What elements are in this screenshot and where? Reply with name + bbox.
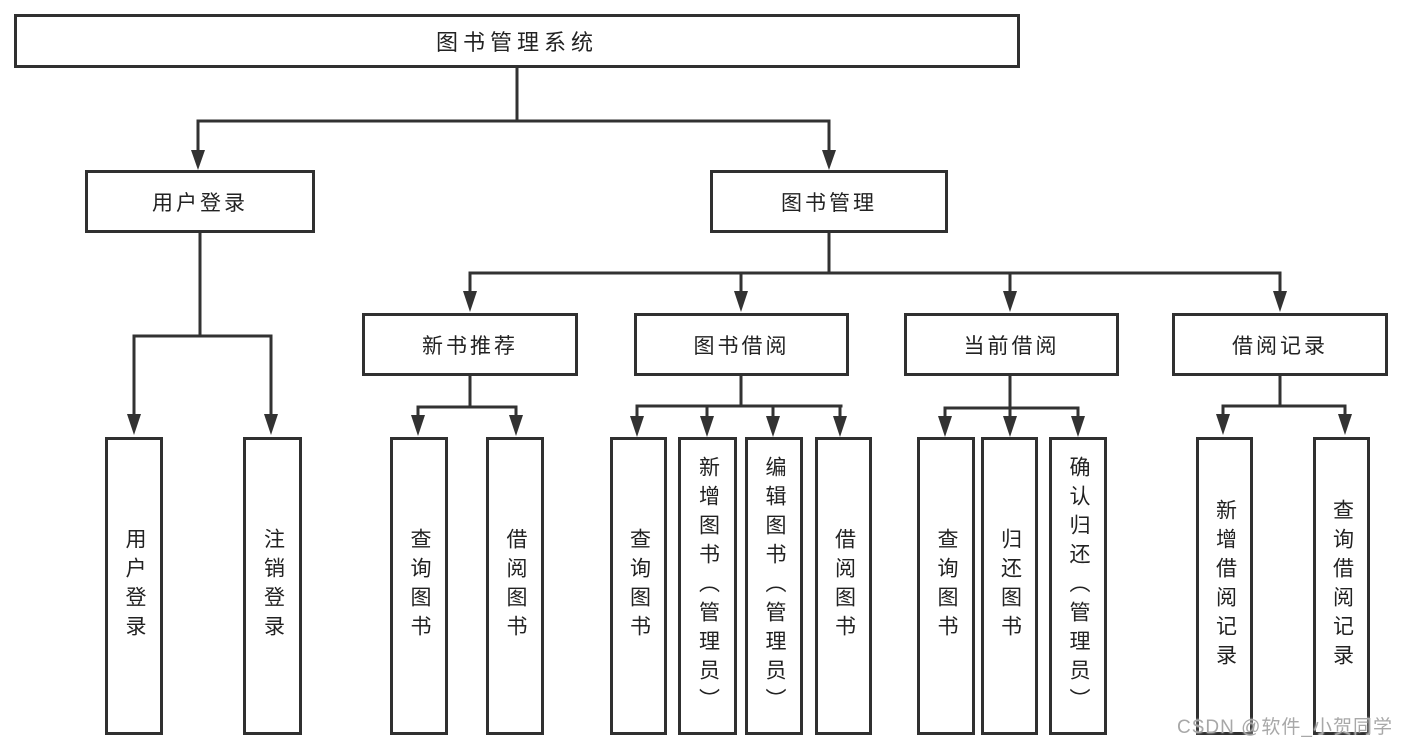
leaf-query-books-current-label: 查询图书 <box>935 528 958 644</box>
leaf-query-books-recommend-label: 查询图书 <box>408 528 431 644</box>
connector-user-login-subtree <box>127 233 278 435</box>
leaf-confirm-return-admin-label: 确认归还（管理员） <box>1067 455 1090 717</box>
leaf-query-books-borrow: 查询图书 <box>610 437 667 735</box>
node-library-management-system: 图书管理系统 <box>14 14 1020 68</box>
leaf-borrow-books-label: 借阅图书 <box>832 528 856 644</box>
leaf-query-books-current: 查询图书 <box>917 437 975 735</box>
node-current-borrow: 当前借阅 <box>904 313 1119 376</box>
leaf-edit-book-admin: 编辑图书（管理员） <box>745 437 803 735</box>
connector-root-to-level2 <box>191 68 836 170</box>
connector-borrow-records-subtree <box>1216 376 1352 435</box>
leaf-return-book-label: 归还图书 <box>998 528 1022 644</box>
leaf-add-book-admin-label: 新增图书（管理员） <box>696 455 720 717</box>
connector-book-borrow-subtree <box>630 376 847 437</box>
node-book-borrow: 图书借阅 <box>634 313 849 376</box>
leaf-user-login-label: 用户登录 <box>123 528 146 644</box>
leaf-confirm-return-admin: 确认归还（管理员） <box>1049 437 1107 735</box>
leaf-query-borrow-record-label: 查询借阅记录 <box>1330 499 1354 673</box>
node-book-management-branch: 图书管理 <box>710 170 948 233</box>
leaf-logout: 注销登录 <box>243 437 302 735</box>
leaf-edit-book-admin-label: 编辑图书（管理员） <box>763 455 786 717</box>
leaf-query-borrow-record: 查询借阅记录 <box>1313 437 1370 735</box>
leaf-borrow-books: 借阅图书 <box>815 437 872 735</box>
leaf-logout-label: 注销登录 <box>261 528 285 644</box>
node-new-book-recommend: 新书推荐 <box>362 313 578 376</box>
node-user-login-branch: 用户登录 <box>85 170 315 233</box>
connector-current-borrow-subtree <box>938 376 1085 437</box>
leaf-add-borrow-record-label: 新增借阅记录 <box>1213 499 1237 673</box>
node-borrow-records: 借阅记录 <box>1172 313 1388 376</box>
leaf-borrow-books-recommend-label: 借阅图书 <box>504 528 527 644</box>
connector-new-book-recommend-subtree <box>411 376 523 436</box>
leaf-borrow-books-recommend: 借阅图书 <box>486 437 544 735</box>
connector-book-management-to-level3 <box>463 233 1287 312</box>
leaf-query-books-recommend: 查询图书 <box>390 437 448 735</box>
leaf-user-login: 用户登录 <box>105 437 163 735</box>
csdn-watermark: CSDN @软件_小贺同学 <box>1177 717 1393 738</box>
leaf-add-borrow-record: 新增借阅记录 <box>1196 437 1253 735</box>
leaf-return-book: 归还图书 <box>981 437 1038 735</box>
leaf-add-book-admin: 新增图书（管理员） <box>678 437 737 735</box>
leaf-query-books-borrow-label: 查询图书 <box>627 528 651 644</box>
